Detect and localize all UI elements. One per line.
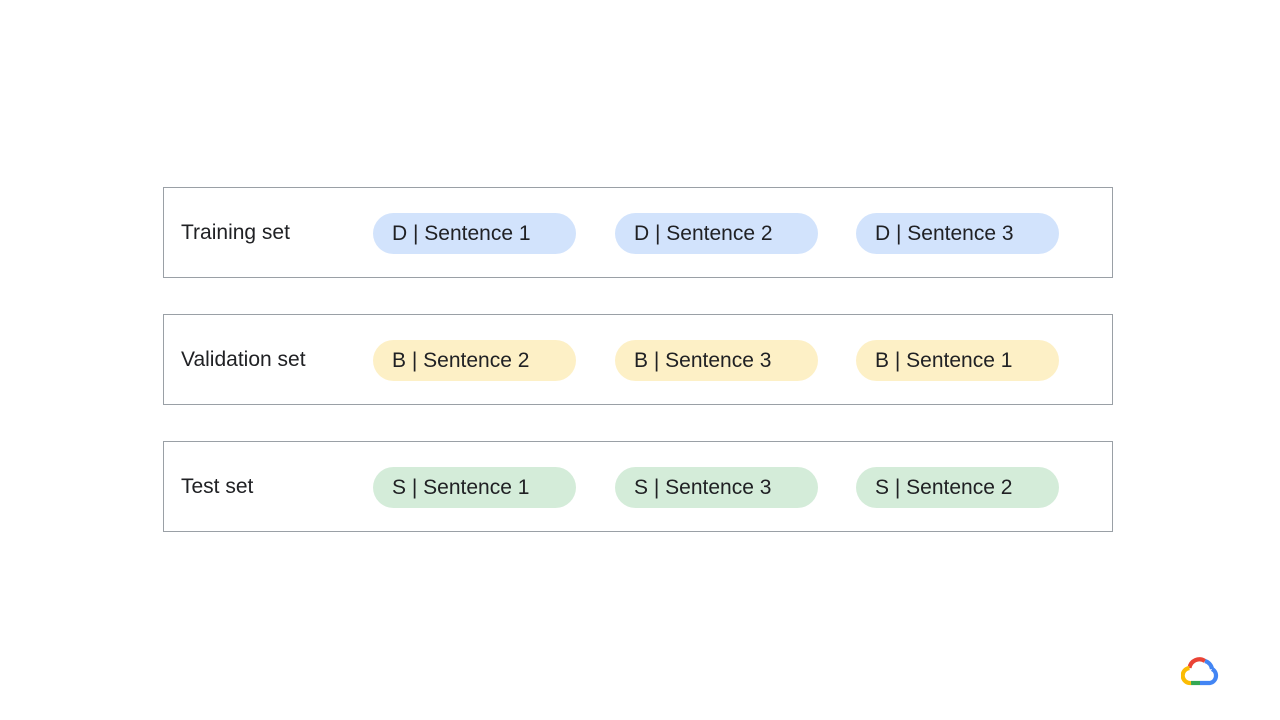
training-sentence-pill: D | Sentence 3 [856,213,1059,254]
training-set-label: Training set [181,220,290,244]
test-sentence-pill: S | Sentence 2 [856,467,1059,508]
validation-sentence-pill: B | Sentence 2 [373,340,576,381]
training-sentence-pill: D | Sentence 1 [373,213,576,254]
test-sentence-pill: S | Sentence 3 [615,467,818,508]
validation-sentence-pill: B | Sentence 3 [615,340,818,381]
validation-set-label: Validation set [181,347,306,371]
validation-sentence-pill: B | Sentence 1 [856,340,1059,381]
training-sentence-pill: D | Sentence 2 [615,213,818,254]
test-set-label: Test set [181,474,254,498]
training-set-row: Training set D | Sentence 1 D | Sentence… [163,187,1113,278]
validation-set-row: Validation set B | Sentence 2 B | Senten… [163,314,1113,405]
test-sentence-pill: S | Sentence 1 [373,467,576,508]
test-set-row: Test set S | Sentence 1 S | Sentence 3 S… [163,441,1113,532]
google-cloud-logo-icon [1181,657,1219,686]
